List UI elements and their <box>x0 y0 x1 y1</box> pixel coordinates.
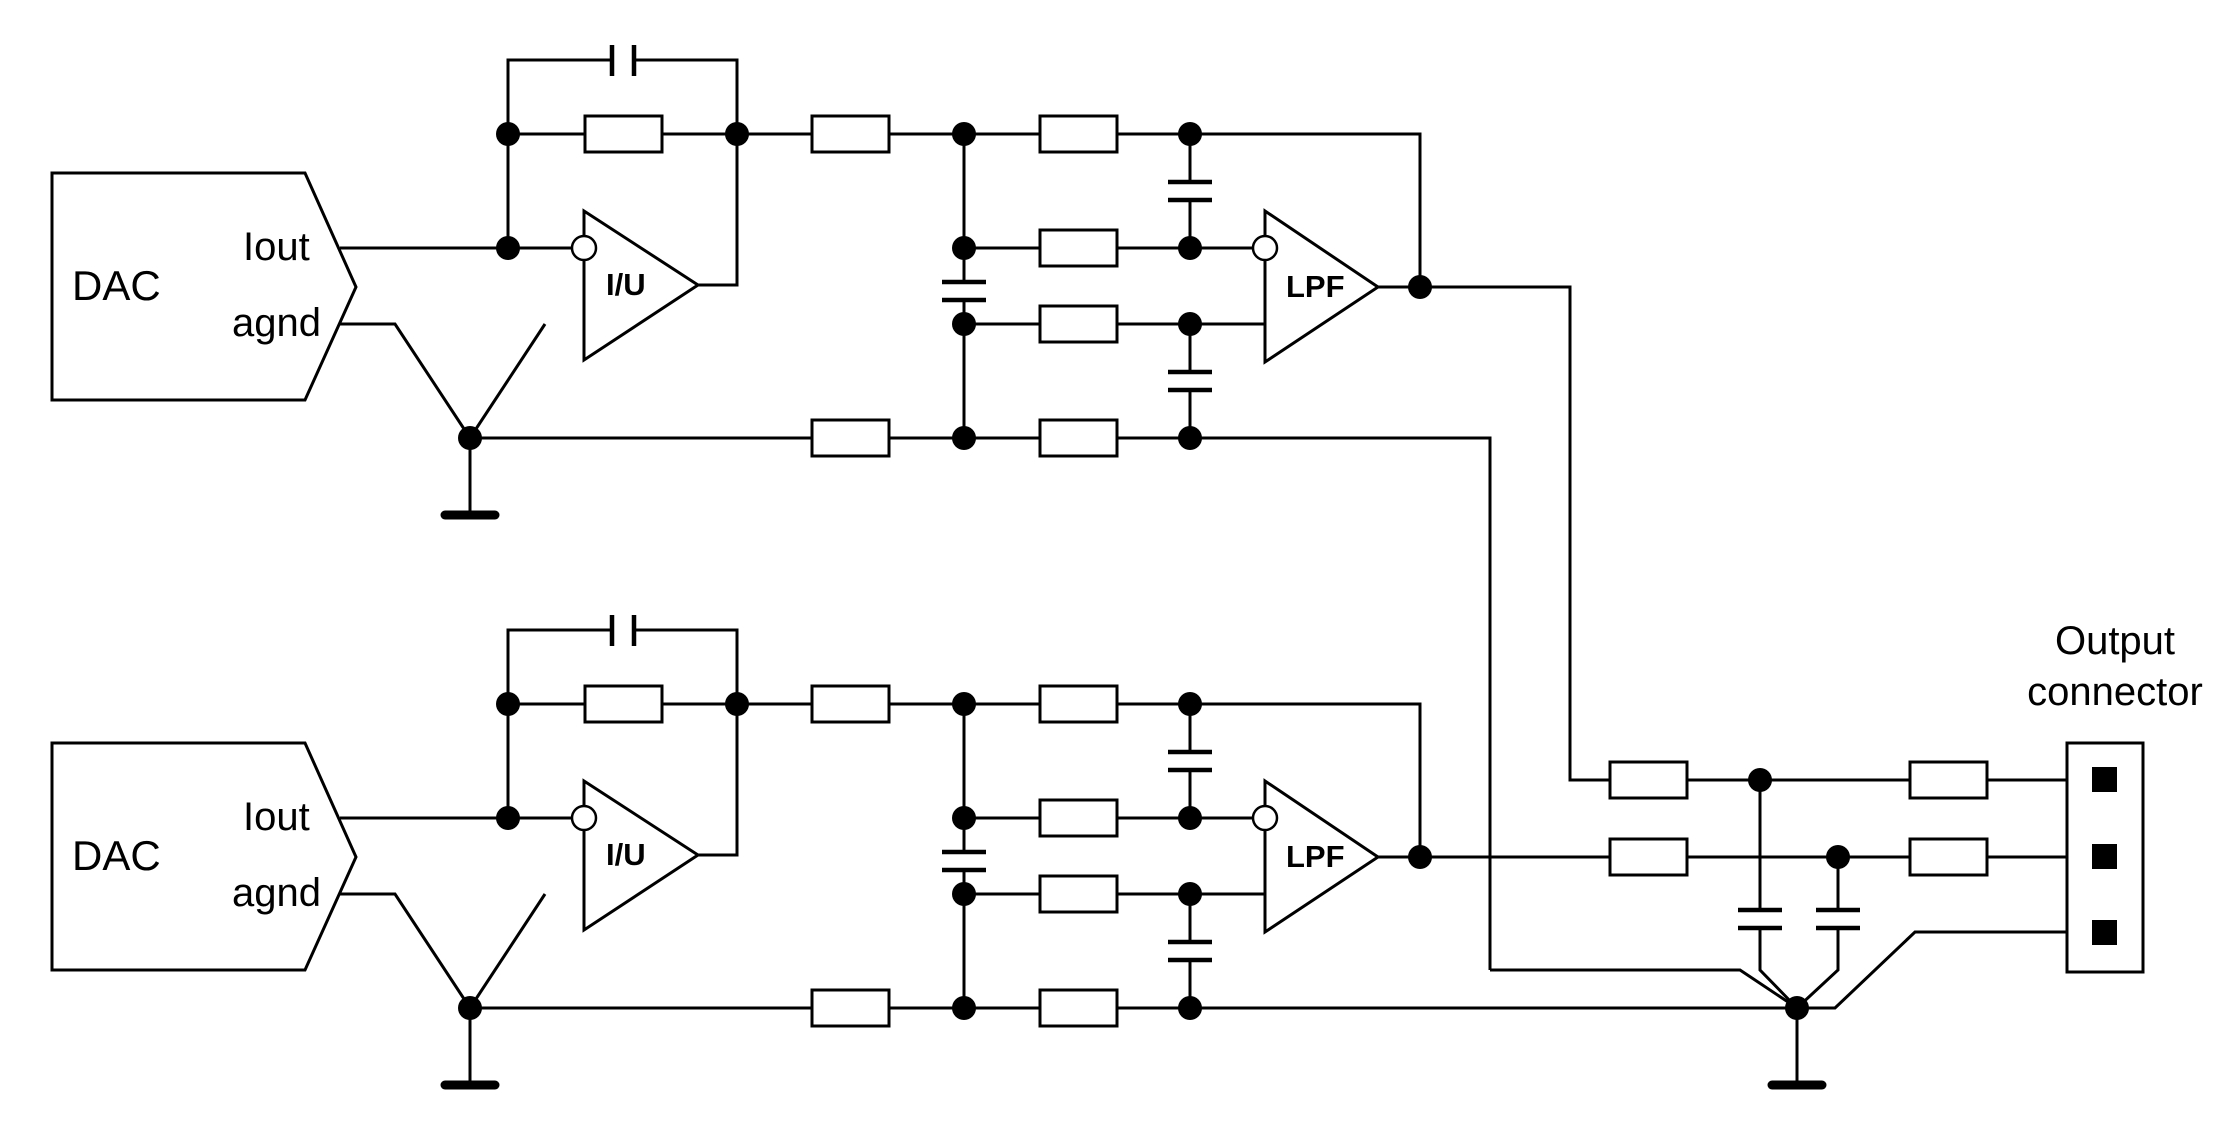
output-stage: Output connector <box>1490 619 2203 1090</box>
lpf-amplifier-label: LPF <box>1286 839 1345 874</box>
connector-pin <box>2092 920 2117 945</box>
junction-dots <box>1748 768 1850 1020</box>
output-resistor <box>1608 760 1689 800</box>
junction-dots <box>458 122 1432 450</box>
dac-label: DAC <box>72 832 161 879</box>
output-wiring <box>1490 778 2070 1085</box>
lpf-inverting-input <box>1251 804 1279 832</box>
connector-pin <box>2092 844 2117 869</box>
filter-resistor <box>1038 684 1119 724</box>
channel-2: DAC Iout agnd I/U <box>50 615 1797 1090</box>
iout-pin-label: Iout <box>243 795 310 839</box>
filter-capacitor <box>942 849 986 873</box>
output-resistor <box>1608 837 1689 877</box>
output-connector-label: connector <box>2027 670 2203 714</box>
filter-resistor <box>1038 304 1119 344</box>
lpf-amplifier-label: LPF <box>1286 269 1345 304</box>
output-resistor <box>1908 837 1989 877</box>
output-capacitor <box>1816 907 1860 931</box>
feedback-resistor <box>583 684 664 724</box>
ground-resistor <box>1038 988 1119 1028</box>
output-connector-label: Output <box>2055 619 2175 663</box>
iu-stage-wiring <box>340 628 812 1085</box>
dac-block <box>50 171 358 402</box>
filter-capacitor <box>1168 369 1212 393</box>
iu-amplifier-label: I/U <box>606 267 646 302</box>
filter-capacitor <box>1168 749 1212 773</box>
filter-capacitor <box>942 279 986 303</box>
filter-wiring <box>470 702 1797 1010</box>
feedback-capacitor <box>609 45 637 76</box>
iu-inverting-input <box>570 804 598 832</box>
series-resistor <box>810 684 891 724</box>
output-resistor <box>1908 760 1989 800</box>
filter-resistor <box>1038 874 1119 914</box>
iu-amplifier <box>582 778 701 933</box>
agnd-pin-label: agnd <box>232 871 321 915</box>
iu-amplifier <box>582 208 701 363</box>
feedback-capacitor <box>609 615 637 646</box>
ground-resistor <box>810 988 891 1028</box>
series-resistor <box>810 114 891 154</box>
iu-stage-wiring <box>340 58 812 515</box>
lpf-amplifier <box>1263 208 1381 365</box>
dac-block <box>50 741 358 972</box>
filter-resistor <box>1038 228 1119 268</box>
filter-resistor <box>1038 114 1119 154</box>
connector-pin <box>2092 767 2117 792</box>
agnd-pin-label: agnd <box>232 301 321 345</box>
filter-capacitor <box>1168 939 1212 963</box>
dac-label: DAC <box>72 262 161 309</box>
iout-pin-label: Iout <box>243 225 310 269</box>
ground-resistor <box>1038 418 1119 458</box>
ground-resistor <box>810 418 891 458</box>
junction-dots <box>458 692 1432 1020</box>
filter-capacitor <box>1168 179 1212 203</box>
feedback-resistor <box>583 114 664 154</box>
filter-resistor <box>1038 798 1119 838</box>
output-capacitor <box>1738 907 1782 931</box>
iu-amplifier-label: I/U <box>606 837 646 872</box>
lpf-inverting-input <box>1251 234 1279 262</box>
channel-1: DAC Iout agnd I/U <box>50 45 1610 970</box>
iu-inverting-input <box>570 234 598 262</box>
lpf-amplifier <box>1263 778 1381 935</box>
